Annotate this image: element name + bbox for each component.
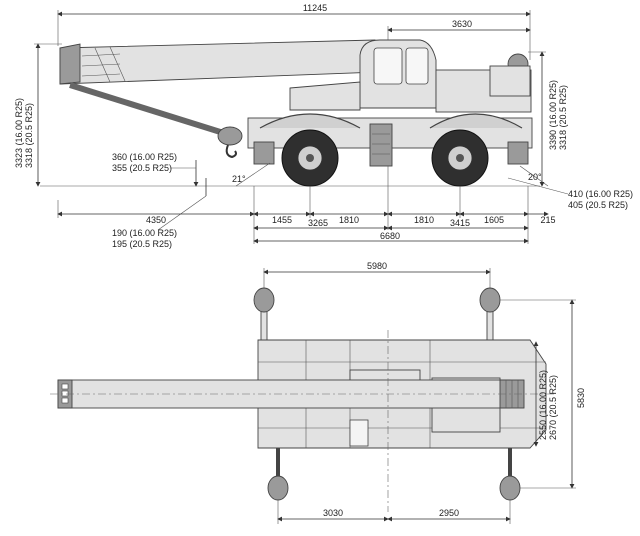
angle-rear-label: 21° bbox=[232, 174, 246, 184]
outrigger-rear-bottom bbox=[267, 448, 289, 501]
cab bbox=[359, 39, 437, 109]
dim-1605: 1605 bbox=[484, 215, 504, 225]
outrigger-rear-top bbox=[253, 287, 275, 343]
dim-height-left-205: 3318 (20.5 R25) bbox=[24, 103, 34, 168]
dim-chain-row1 bbox=[57, 166, 549, 244]
dim-3630: 3630 bbox=[452, 19, 472, 29]
dim-1810-left: 1810 bbox=[339, 215, 359, 225]
dim-clearance-a-16: 360 (16.00 R25) bbox=[112, 152, 177, 162]
side-view: 21° 20° 11245 3630 3323 (16.00 R25) 3318… bbox=[14, 3, 633, 249]
dim-1455: 1455 bbox=[272, 215, 292, 225]
dim-width-total: 5830 bbox=[576, 388, 586, 408]
hook-block bbox=[217, 126, 243, 159]
angle-front-label: 20° bbox=[528, 172, 542, 182]
dim-clearance-b-16: 190 (16.00 R25) bbox=[112, 228, 177, 238]
dim-clearance-c-205: 405 (20.5 R25) bbox=[568, 200, 628, 210]
dim-width-205: 2670 (20.5 R25) bbox=[548, 375, 558, 440]
dim-height-left-16: 3323 (16.00 R25) bbox=[14, 98, 24, 168]
dim-height-right-16: 3390 (16.00 R25) bbox=[548, 80, 558, 150]
dim-clearance-c-16: 410 (16.00 R25) bbox=[568, 189, 633, 199]
dim-clearance-b-205: 195 (20.5 R25) bbox=[112, 239, 172, 249]
dim-width-16: 2550 (16.00 R25) bbox=[538, 370, 548, 440]
front-wheel bbox=[431, 129, 489, 187]
dim-3265: 3265 bbox=[308, 218, 328, 228]
superstructure bbox=[289, 53, 532, 113]
outrigger-front-bottom bbox=[499, 448, 521, 501]
outrigger-front-top bbox=[479, 287, 501, 343]
dim-outrigger-span: 5980 bbox=[367, 261, 387, 271]
dim-215: 215 bbox=[540, 215, 555, 225]
dim-leader-clearance-c bbox=[507, 177, 569, 195]
dim-1810-right: 1810 bbox=[414, 215, 434, 225]
departure-angle-line bbox=[235, 162, 271, 187]
dim-6680: 6680 bbox=[380, 231, 400, 241]
dim-4350: 4350 bbox=[146, 215, 166, 225]
dim-height-right-205: 3318 (20.5 R25) bbox=[558, 85, 568, 150]
dim-2950: 2950 bbox=[439, 508, 459, 518]
dim-overall-length: 11245 bbox=[303, 3, 327, 13]
dim-3030: 3030 bbox=[323, 508, 343, 518]
hoist-cable bbox=[69, 82, 231, 138]
top-view: 5980 bbox=[50, 261, 586, 524]
carrier-chassis bbox=[247, 113, 533, 167]
dim-clearance-a-205: 355 (20.5 R25) bbox=[112, 163, 172, 173]
dim-3415: 3415 bbox=[450, 218, 470, 228]
boom bbox=[59, 39, 381, 85]
rear-wheel bbox=[281, 129, 339, 187]
